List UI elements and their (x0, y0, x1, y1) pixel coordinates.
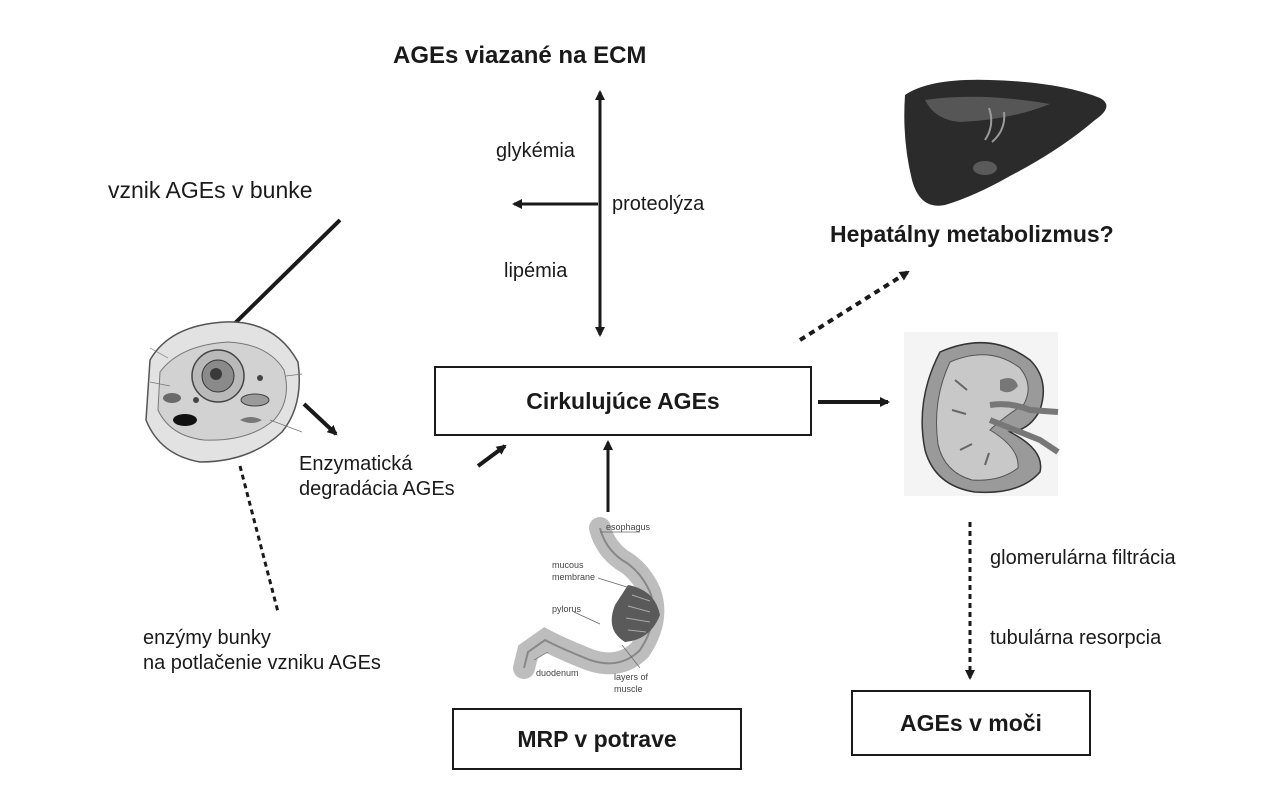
label-glomerular-filtration: glomerulárna filtrácia (990, 547, 1176, 569)
label-cell-origin: vznik AGEs v bunke (108, 177, 313, 203)
node-ecm-bound-ages: AGEs viazané na ECM (393, 42, 647, 69)
label-tubular-resorption: tubulárna resorpcia (990, 627, 1162, 649)
label-enzymatic-line1: Enzymatická (299, 453, 413, 475)
stomach-label-mucous: mucous (552, 560, 584, 570)
cell-to-enzymatic-arrow (302, 402, 338, 436)
node-food-mrp-label: MRP v potrave (517, 725, 677, 752)
stomach-label-esophagus: esophagus (606, 522, 651, 532)
stomach-label-duodenum: duodenum (536, 668, 579, 678)
enzymatic-to-circulating-arrow (476, 444, 507, 468)
node-hepatic-metabolism: Hepatálny metabolizmus? (830, 221, 1114, 247)
node-circulating-ages: Cirkulujúce AGEs (434, 366, 812, 436)
stomach-illustration-icon: esophagus mucous membrane pylorus duoden… (513, 517, 665, 694)
node-circulating-ages-label: Cirkulujúce AGEs (526, 387, 720, 414)
label-glycemia: glykémia (496, 140, 575, 162)
node-urine-ages: AGEs v moči (851, 690, 1091, 756)
label-enzymatic-line2: degradácia AGEs (299, 478, 455, 500)
label-lipemia: lipémia (504, 260, 568, 282)
liver-illustration-icon (904, 79, 1107, 206)
label-cell-enzymes-line2: na potlačenie vzniku AGEs (143, 652, 381, 674)
node-urine-ages-label: AGEs v moči (900, 709, 1042, 736)
label-cell-enzymes-line1: enzýmy bunky (143, 627, 271, 649)
circulating-to-liver-dashed-arrow (798, 270, 910, 342)
stomach-label-pylorus: pylorus (552, 604, 582, 614)
cell-origin-line (224, 218, 342, 334)
label-proteolysis: proteolýza (612, 193, 705, 215)
stomach-label-layers: layers of (614, 672, 649, 682)
cell-enzymes-dashed-line (238, 465, 280, 613)
stomach-label-membrane: membrane (552, 572, 595, 582)
node-food-mrp: MRP v potrave (452, 708, 742, 770)
stomach-label-muscle: muscle (614, 684, 643, 694)
cell-illustration-icon (145, 321, 303, 463)
kidney-illustration-icon (904, 332, 1060, 496)
